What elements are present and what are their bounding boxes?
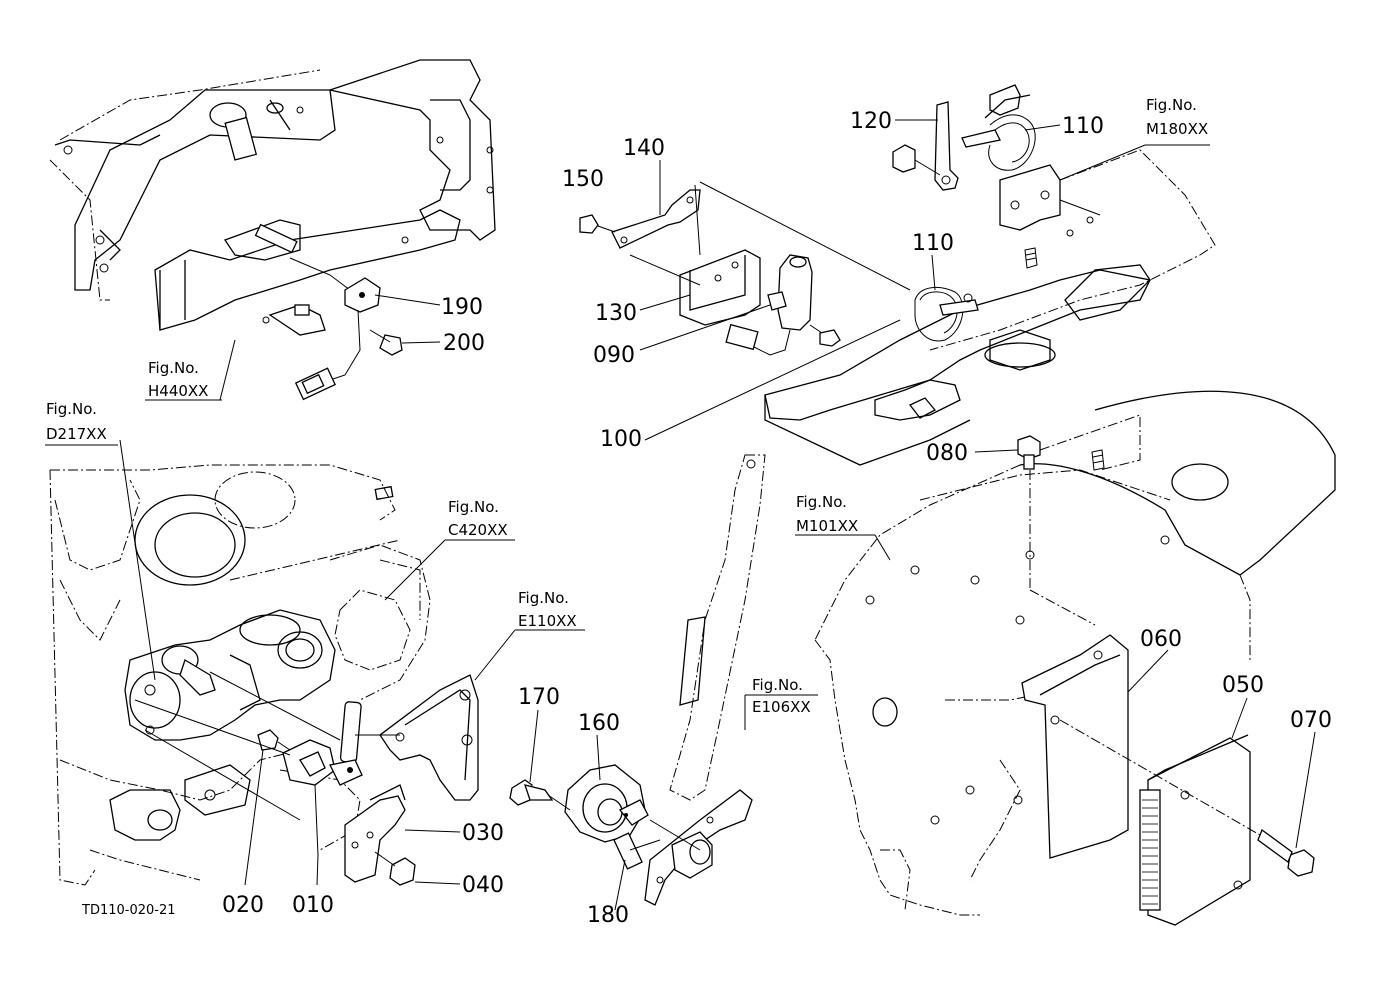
top-left-frame-assembly [49, 59, 496, 401]
part-number-040: 040 [462, 873, 504, 898]
part-number-110-lower: 110 [912, 231, 954, 256]
leaders-top-middle [639, 160, 901, 441]
part-number-180: 180 [587, 903, 629, 928]
part-number-labels: 190 200 140 150 130 090 100 120 110 110 … [222, 109, 1332, 928]
fig-label-m180: Fig.No. [1146, 96, 1197, 114]
crank-sensor-group [134, 671, 479, 886]
part-number-170: 170 [518, 685, 560, 710]
fig-label-c420: Fig.No. [448, 498, 499, 516]
accelerator-sensor-group [509, 454, 766, 906]
drawing-code: TD110-020-21 [81, 903, 176, 918]
fig-label-h440: Fig.No. [148, 359, 199, 377]
leaders-top-left [145, 294, 441, 401]
part-number-080: 080 [926, 441, 968, 466]
part-number-070: 070 [1290, 708, 1332, 733]
part-number-050: 050 [1222, 673, 1264, 698]
leaders-bottom-right [795, 449, 1316, 849]
leaders-center [529, 694, 818, 911]
fig-label-m101: Fig.No. [796, 493, 847, 511]
top-right-frame-assembly [764, 84, 1216, 466]
fig-number-e110: E110XX [518, 612, 577, 630]
fig-label-e106: Fig.No. [752, 676, 803, 694]
fig-number-m180: M180XX [1146, 120, 1208, 138]
leaders-bottom-left [45, 439, 585, 886]
part-number-060: 060 [1140, 627, 1182, 652]
fig-number-m101: M101XX [796, 517, 858, 535]
part-number-010: 010 [292, 893, 334, 918]
part-number-020: 020 [222, 893, 264, 918]
part-number-140: 140 [623, 136, 665, 161]
part-number-150: 150 [562, 167, 604, 192]
fig-number-c420: C420XX [448, 521, 508, 539]
fig-label-d217: Fig.No. [46, 400, 97, 418]
part-number-090: 090 [593, 343, 635, 368]
part-number-030: 030 [462, 821, 504, 846]
controller-connector-pins [1142, 799, 1158, 905]
part-number-130: 130 [595, 301, 637, 326]
part-number-100: 100 [600, 427, 642, 452]
part-number-120: 120 [850, 109, 892, 134]
part-number-110-upper: 110 [1062, 114, 1104, 139]
fig-number-d217: D217XX [46, 425, 107, 443]
part-number-160: 160 [578, 711, 620, 736]
figure-references: Fig.No. H440XX Fig.No. M180XX Fig.No. D2… [46, 96, 1208, 716]
fig-label-e110: Fig.No. [518, 589, 569, 607]
leaders-top-right [895, 119, 1210, 291]
top-middle-sensor-bracket [579, 181, 911, 356]
engine-block-assembly [49, 464, 431, 886]
part-number-190: 190 [441, 295, 483, 320]
fig-number-h440: H440XX [148, 382, 208, 400]
fig-number-e106: E106XX [752, 698, 811, 716]
part-number-200: 200 [443, 331, 485, 356]
main-frame-and-controller [814, 342, 1336, 926]
